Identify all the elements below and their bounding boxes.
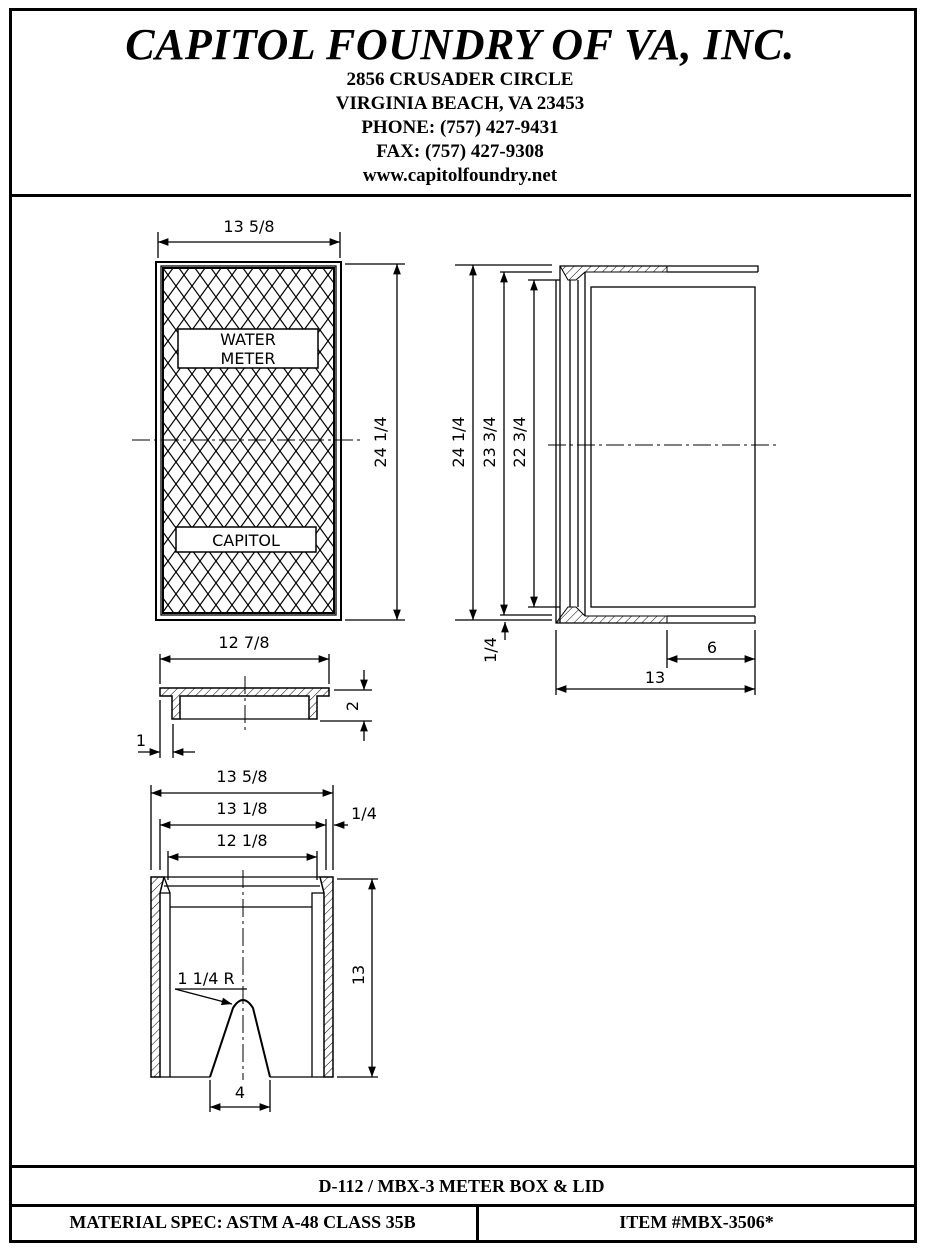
- dim-lid-width: 13 5/8: [223, 217, 274, 236]
- drawing-frame: [9, 8, 917, 1243]
- dim-box-height: 13: [349, 965, 368, 985]
- lid-label-meter: METER: [221, 349, 276, 368]
- material-spec: MATERIAL SPEC: ASTM A-48 CLASS 35B: [9, 1204, 479, 1240]
- website: www.capitolfoundry.net: [362, 165, 558, 186]
- dim-side-outer: 24 1/4: [449, 416, 468, 467]
- dim-side-inner: 22 3/4: [510, 416, 529, 467]
- box-end-section: 1 1/4 R 13 5/8 13 1/8 1/4 12 1/8 13 4: [150, 767, 378, 1112]
- water-meter-label-box: [177, 328, 319, 369]
- dim-box-wall: 1/4: [351, 804, 377, 823]
- capitol-label-box: [175, 526, 317, 553]
- lid-top-view: WATER METER CAPITOL 13 5/8 24 1/4: [132, 217, 405, 621]
- title-block-footer: MATERIAL SPEC: ASTM A-48 CLASS 35B ITEM …: [9, 1204, 914, 1240]
- fax: FAX: (757) 427-9308: [376, 141, 544, 162]
- dim-box-outer: 13 5/8: [216, 767, 267, 786]
- address-line-1: 2856 CRUSADER CIRCLE: [346, 69, 574, 90]
- title-block-header: CAPITOL FOUNDRY OF VA, INC. 2856 CRUSADE…: [9, 8, 911, 197]
- item-number: ITEM #MBX-3506*: [619, 1212, 774, 1232]
- dim-side-mid: 23 3/4: [480, 416, 499, 467]
- box-side-section: 24 1/4 23 3/4 22 3/4 1/4 6 13: [449, 264, 778, 695]
- address-line-2: VIRGINIA BEACH, VA 23453: [335, 93, 585, 114]
- lid-section: 12 7/8 2 1: [136, 633, 372, 758]
- dim-lid-height: 24 1/4: [371, 416, 390, 467]
- lid-label-water: WATER: [220, 330, 276, 349]
- dim-side-lip: 1/4: [481, 637, 500, 663]
- dim-lid-section-width: 12 7/8: [218, 633, 269, 652]
- phone: PHONE: (757) 427-9431: [361, 117, 559, 138]
- company-name: CAPITOL FOUNDRY OF VA, INC.: [125, 20, 795, 69]
- dim-lid-skirt: 1: [136, 731, 146, 750]
- dim-radius: 1 1/4 R: [177, 969, 234, 988]
- dim-box-opening: 4: [235, 1083, 245, 1102]
- drawing-title: D-112 / MBX-3 METER BOX & LID: [9, 1165, 914, 1207]
- dim-side-depth: 13: [645, 668, 665, 687]
- dim-lid-section-height: 2: [343, 701, 362, 711]
- dim-box-mid: 13 1/8: [216, 799, 267, 818]
- lid-label-capitol: CAPITOL: [212, 531, 280, 550]
- dim-side-partial: 6: [707, 638, 717, 657]
- dim-box-inner: 12 1/8: [216, 831, 267, 850]
